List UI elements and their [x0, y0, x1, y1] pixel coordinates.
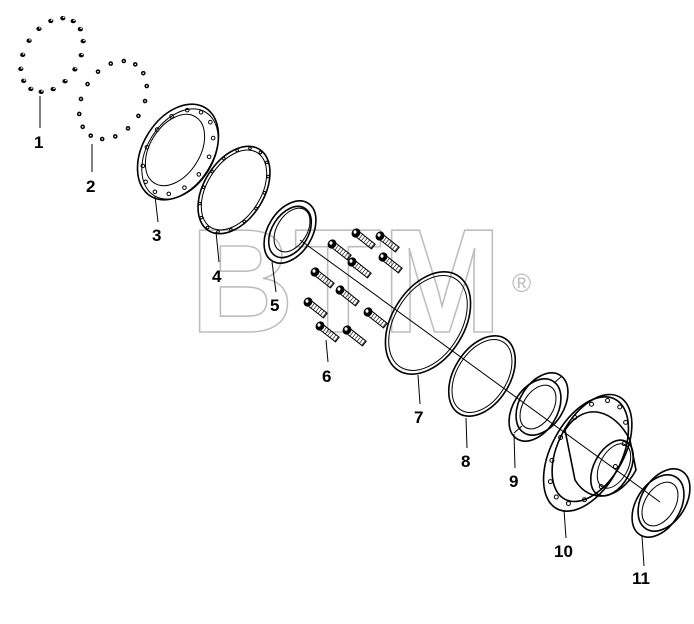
callout-10: 10: [554, 542, 573, 561]
nut: [72, 67, 78, 72]
bolt-hole: [210, 135, 216, 141]
nut: [21, 78, 27, 84]
nut: [18, 66, 24, 72]
hub-stud-hole: [598, 484, 604, 490]
bolt: [315, 321, 340, 343]
part-3-cover-plate: [136, 103, 220, 201]
callout-4: 4: [212, 267, 222, 286]
bolt: [327, 239, 352, 261]
nut: [20, 52, 26, 57]
bolt-hole: [206, 154, 212, 160]
bolt: [378, 252, 403, 274]
bolt: [363, 307, 388, 329]
nut: [80, 38, 86, 44]
gasket-hole: [266, 174, 270, 179]
nut: [28, 86, 34, 92]
hub-stud-hole: [612, 464, 618, 470]
hub-stud-hole: [605, 398, 611, 404]
nut: [78, 53, 84, 58]
gasket-hole: [198, 201, 202, 206]
part-8-o-ring: [447, 335, 517, 417]
bolt: [303, 297, 328, 319]
hub-stud-hole: [558, 434, 564, 440]
bolt-hole: [182, 185, 187, 190]
watermark-text: BTM: [190, 199, 502, 364]
bolt: [375, 231, 400, 253]
part-4-gasket: [197, 145, 271, 235]
bolt-hole: [144, 144, 150, 150]
nut: [62, 79, 68, 84]
gasket-hole: [235, 148, 239, 153]
part-6-bolt-set: [303, 228, 403, 347]
part-11-bearing-race: [631, 468, 691, 538]
bolt: [335, 285, 360, 307]
callout-7: 7: [414, 408, 423, 427]
callout-labels: 1 2 3 4 5 6 7 8 9 10 11: [34, 133, 650, 588]
bolt: [347, 257, 372, 279]
bolt-hole: [169, 114, 174, 119]
gasket-hole: [264, 160, 269, 165]
gasket-hole: [242, 219, 246, 224]
callout-9: 9: [509, 472, 518, 491]
hub-stud-hole: [549, 457, 555, 463]
hub-stud-hole: [588, 401, 594, 407]
gasket-hole: [222, 156, 226, 161]
leader-lines: [39, 96, 645, 567]
nut: [50, 86, 56, 92]
nut: [26, 38, 32, 43]
bolt-hole: [208, 119, 213, 125]
hub-stud-hole: [565, 500, 571, 506]
bolt: [342, 325, 367, 347]
callout-3: 3: [152, 226, 161, 245]
gasket-hole: [229, 227, 233, 232]
hub-stud-hole: [572, 414, 578, 420]
bolt-hole: [143, 179, 148, 185]
gasket-hole: [258, 150, 263, 155]
bolt-hole: [154, 127, 160, 132]
gasket-hole: [262, 190, 267, 195]
callout-8: 8: [461, 452, 470, 471]
gasket-hole: [216, 229, 220, 234]
part-5-seal-ring: [263, 200, 317, 264]
gasket-hole: [248, 146, 252, 151]
nut: [77, 26, 83, 32]
bolt: [310, 267, 335, 289]
part-7-o-ring: [384, 271, 472, 375]
nut: [38, 89, 44, 95]
nut: [60, 15, 66, 21]
hub-stud-hole: [617, 404, 623, 410]
gasket-hole: [254, 206, 258, 211]
bolt-hole: [198, 109, 204, 115]
part-9-bearing-race: [508, 372, 569, 442]
gasket-hole: [201, 185, 206, 190]
callout-5: 5: [270, 296, 279, 315]
part-10-wheel-hub: [542, 393, 637, 512]
gasket-hole: [210, 169, 214, 174]
hub-stud-hole: [553, 494, 559, 500]
hub-stud-hole: [582, 497, 588, 503]
hub-stud-hole: [621, 441, 627, 447]
part-2-washer-set: [76, 58, 150, 142]
watermark-registered-mark: ®: [512, 268, 531, 298]
hub-stud-hole: [547, 479, 553, 485]
nut: [36, 26, 42, 31]
gasket-hole: [205, 225, 210, 230]
bolt-hole: [166, 191, 172, 197]
assembly-axis-line: [299, 239, 661, 503]
bolt-hole: [140, 163, 146, 169]
bolt-hole: [152, 189, 158, 195]
bolt-hole: [184, 107, 190, 113]
bolt: [351, 228, 376, 250]
part-1-nut-set: [18, 15, 86, 95]
nut: [70, 18, 76, 24]
nut: [48, 18, 54, 24]
bolt-hole: [196, 172, 202, 177]
hub-stud-hole: [623, 419, 629, 425]
gasket-hole: [199, 215, 204, 220]
callout-2: 2: [86, 177, 95, 196]
callout-6: 6: [322, 367, 331, 386]
callout-1: 1: [34, 133, 43, 152]
callout-11: 11: [632, 569, 650, 588]
